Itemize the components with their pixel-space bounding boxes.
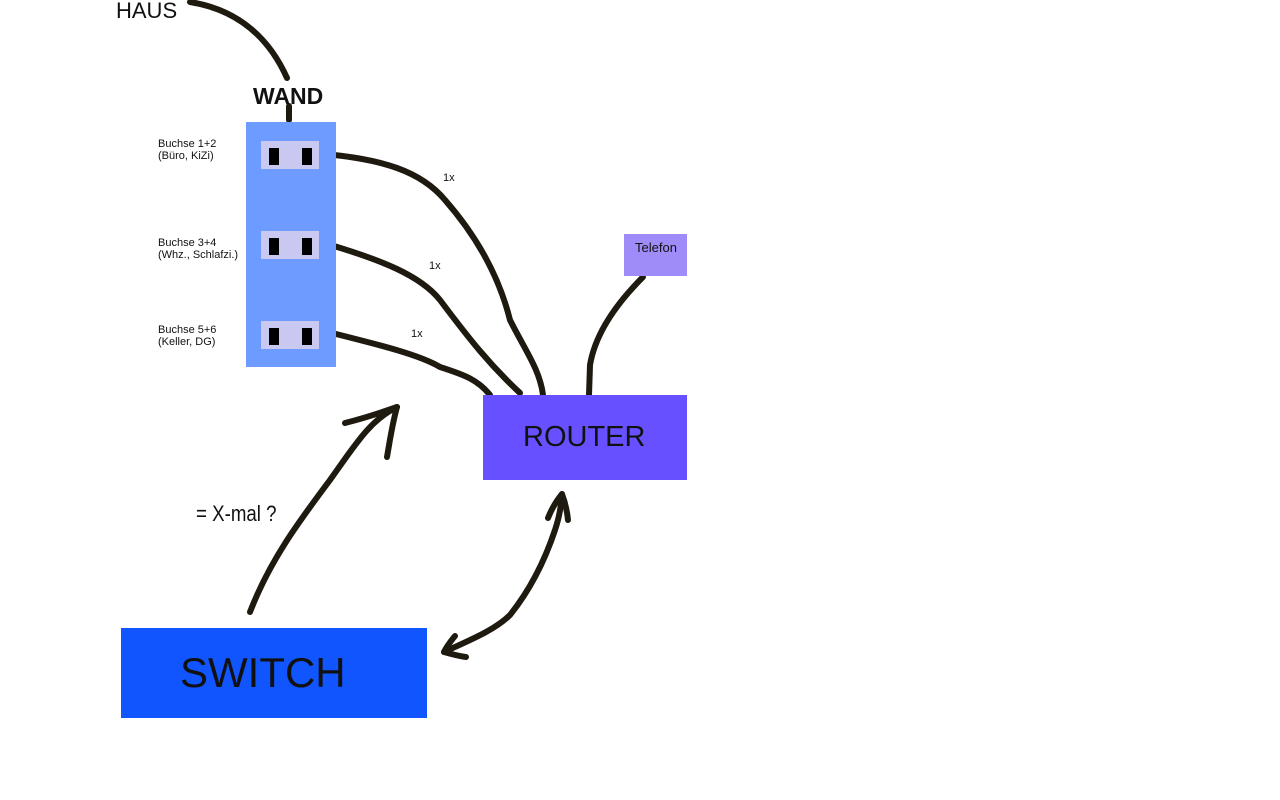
- wand-label: WAND: [253, 83, 324, 109]
- socket-2-label: Buchse 3+4 (Whz., Schlafzi.): [158, 237, 238, 261]
- arrow-router-head: [545, 491, 571, 523]
- arrow-switch-router: [441, 491, 565, 655]
- arrow-switch-head: [441, 633, 469, 660]
- socket-2-name: Buchse 3+4: [158, 237, 217, 249]
- router-label: ROUTER: [523, 421, 646, 453]
- socket-2-port-right: [302, 238, 312, 255]
- switch-box: SWITCH: [121, 628, 427, 718]
- arrow-switch-to-wall: [247, 404, 400, 615]
- cable-socket-1-to-router: [331, 152, 546, 398]
- socket-2-port-left: [269, 238, 279, 255]
- socket-3-label: Buchse 5+6 (Keller, DG): [158, 324, 216, 348]
- socket-1-port-right: [302, 148, 312, 165]
- x-mal-label: = X-mal ?: [196, 501, 277, 526]
- socket-3-name: Buchse 5+6: [158, 324, 217, 336]
- cable-telefon-to-router: [586, 274, 646, 398]
- socket-2: [261, 231, 319, 259]
- arrow-switch-to-wall-head: [342, 404, 400, 460]
- socket-1-port-left: [269, 148, 279, 165]
- socket-1-label: Buchse 1+2 (Büro, KiZi): [158, 138, 216, 162]
- cable-socket-3-to-router: [329, 330, 493, 398]
- haus-label: HAUS: [116, 0, 178, 23]
- socket-1-rooms: (Büro, KiZi): [158, 150, 214, 162]
- telefon-box: Telefon: [624, 234, 687, 276]
- socket-1-name: Buchse 1+2: [158, 138, 217, 150]
- cable-socket-2-to-router: [331, 243, 523, 396]
- cable-3-count: 1x: [411, 328, 423, 340]
- router-box: ROUTER: [483, 395, 687, 480]
- switch-label: SWITCH: [180, 649, 346, 696]
- cable-1-count: 1x: [443, 172, 455, 184]
- socket-1: [261, 141, 319, 169]
- cable-2-count: 1x: [429, 260, 441, 272]
- socket-3-port-left: [269, 328, 279, 345]
- socket-3-rooms: (Keller, DG): [158, 336, 216, 348]
- socket-2-rooms: (Whz., Schlafzi.): [158, 249, 239, 261]
- telefon-label: Telefon: [635, 240, 677, 255]
- socket-3: [261, 321, 319, 349]
- socket-3-port-right: [302, 328, 312, 345]
- cable-haus-to-wand: [187, 0, 290, 81]
- wall-panel: [246, 122, 336, 367]
